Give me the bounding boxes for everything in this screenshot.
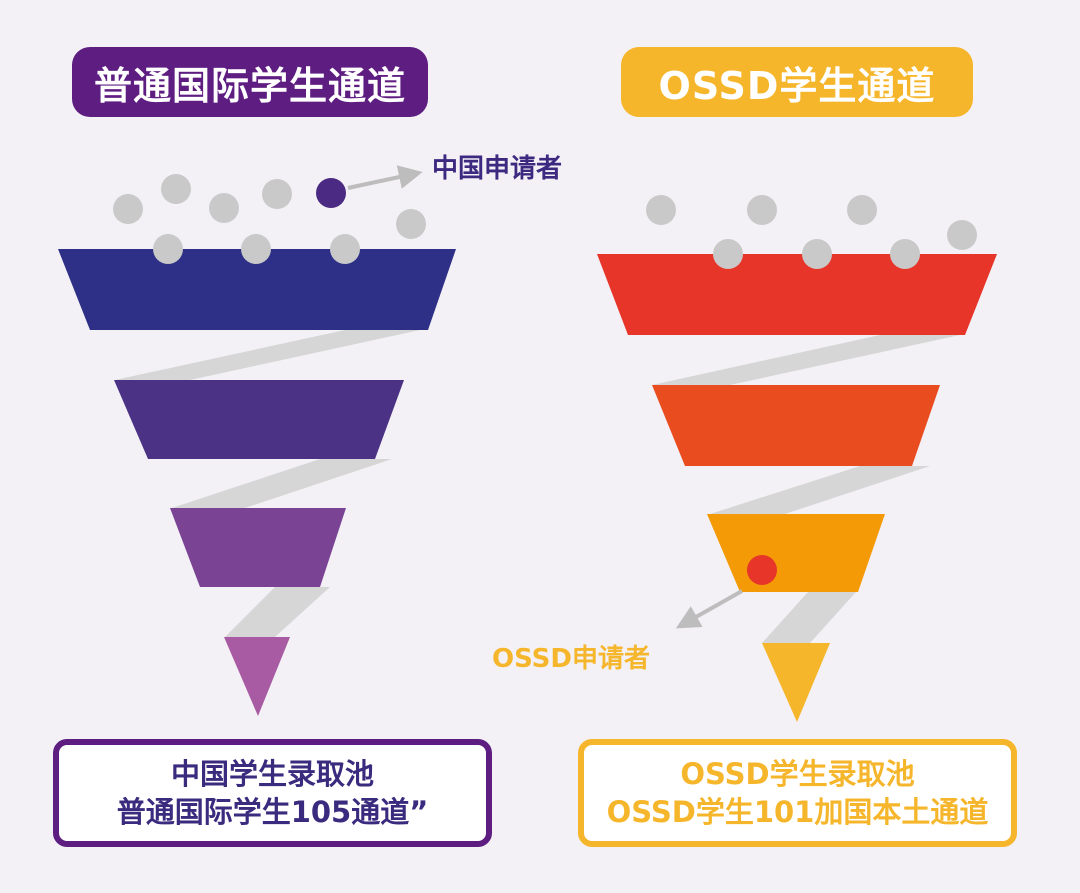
right-funnel-tier-4 [762, 643, 830, 722]
highlighted-applicant-dot [747, 555, 777, 585]
left-funnel: 中国申请者 [58, 154, 562, 716]
left-title: 普通国际学生通道 [93, 63, 406, 108]
right-title-badge: OSSD学生通道 [621, 47, 973, 117]
left-funnel-tier-2 [114, 380, 404, 459]
left-funnel-ribbon-2 [172, 459, 392, 508]
left-funnel-tier-4 [224, 637, 290, 716]
applicant-dot [890, 239, 920, 269]
applicant-dot [161, 174, 191, 204]
applicant-dot [646, 195, 676, 225]
highlighted-applicant-dot [316, 178, 346, 208]
left-funnel-ribbon-1 [115, 330, 420, 380]
applicant-dot [153, 234, 183, 264]
applicant-dot [713, 239, 743, 269]
applicant-arrow [347, 165, 423, 190]
right-funnel: OSSD申请者 [492, 195, 997, 722]
right-funnel-tier-1 [597, 254, 997, 335]
right-pool-box: OSSD学生录取池 OSSD学生101加国本土通道 [578, 739, 1017, 847]
right-pool-line-2: OSSD学生101加国本土通道 [606, 795, 989, 829]
applicant-dot [747, 195, 777, 225]
left-applicant-label: 中国申请者 [432, 154, 562, 184]
right-funnel-ribbon-1 [652, 335, 960, 385]
left-pool-line-1: 中国学生录取池 [170, 757, 374, 791]
applicant-dot [947, 220, 977, 250]
right-funnel-tier-2 [652, 385, 940, 466]
right-funnel-ribbon-2 [710, 466, 930, 514]
left-funnel-tier-1 [58, 249, 456, 330]
applicant-dot [262, 179, 292, 209]
left-pool-box: 中国学生录取池 普通国际学生105通道” [53, 739, 492, 847]
left-title-badge: 普通国际学生通道 [72, 47, 428, 117]
right-pool-line-1: OSSD学生录取池 [680, 757, 915, 791]
applicant-dot [802, 239, 832, 269]
applicant-dot [396, 209, 426, 239]
right-applicant-label: OSSD申请者 [492, 644, 650, 674]
right-funnel-ribbon-3 [762, 592, 856, 643]
applicant-dot [847, 195, 877, 225]
left-pool-line-2: 普通国际学生105通道” [116, 795, 429, 829]
left-funnel-ribbon-3 [225, 587, 330, 637]
applicant-dot [241, 234, 271, 264]
left-funnel-tier-3 [170, 508, 346, 587]
applicant-dot [113, 194, 143, 224]
right-funnel-tier-3 [707, 514, 885, 592]
applicant-arrow [675, 589, 743, 629]
applicant-dot [330, 234, 360, 264]
right-title: OSSD学生通道 [658, 63, 936, 108]
applicant-dot [209, 193, 239, 223]
